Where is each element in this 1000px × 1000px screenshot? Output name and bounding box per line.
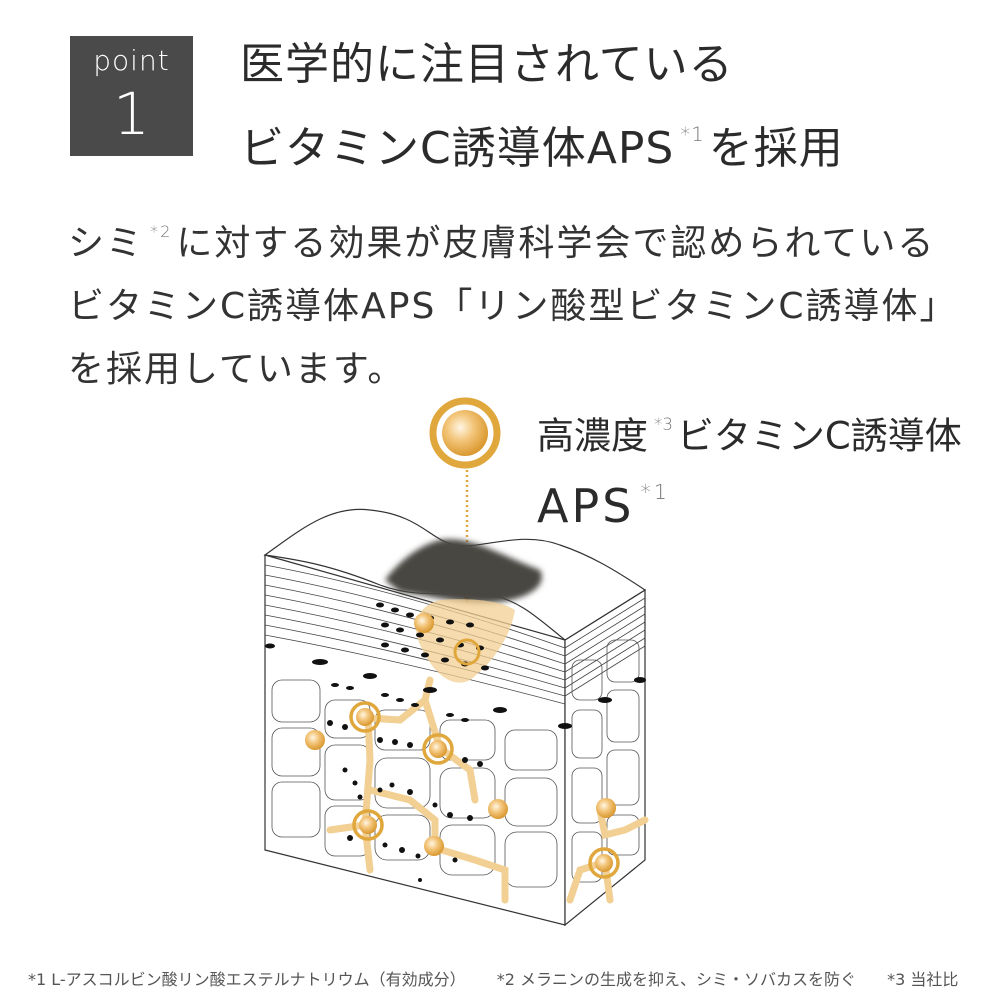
point-badge: point 1 bbox=[70, 36, 193, 156]
headline-line-2-text: ビタミンC誘導体APS bbox=[240, 122, 675, 174]
footnote-ref: *1 bbox=[680, 123, 705, 146]
footnote-ref: *2 bbox=[150, 222, 173, 241]
headline-line-2: ビタミンC誘導体APS*1を採用 bbox=[240, 100, 844, 184]
headline: 医学的に注目されている ビタミンC誘導体APS*1を採用 bbox=[240, 30, 844, 184]
description-line-1-prefix: シミ bbox=[68, 222, 145, 264]
footnote-1: *1 L-アスコルビン酸リン酸エステルナトリウム（有効成分） bbox=[28, 970, 466, 989]
melanin-spot bbox=[385, 539, 542, 603]
footnote-ref: *3 bbox=[654, 415, 673, 434]
footnote-ref: *1 bbox=[640, 480, 670, 505]
description-line-3: を採用しています。 bbox=[68, 348, 406, 390]
description-line-2: ビタミンC誘導体APS「リン酸型ビタミンC誘導体」 bbox=[68, 285, 958, 327]
aps-label-prefix: 高濃度 bbox=[537, 414, 648, 458]
point-label: point bbox=[93, 44, 170, 77]
point-number: 1 bbox=[113, 80, 150, 148]
headline-line-2-suffix: を採用 bbox=[708, 122, 844, 174]
aps-name: APS bbox=[537, 479, 635, 534]
stratum-lines bbox=[264, 564, 646, 705]
description-line-1-text: に対する効果が皮膚科学会で認められている bbox=[176, 222, 936, 264]
footnote-2: *2 メラニンの生成を抑え、シミ・ソバカスを防ぐ bbox=[496, 970, 857, 989]
headline-line-1: 医学的に注目されている bbox=[240, 39, 734, 90]
footnotes: *1 L-アスコルビン酸リン酸エステルナトリウム（有効成分） *2 メラニンの生… bbox=[28, 966, 984, 990]
aps-particles bbox=[305, 613, 620, 879]
aps-label-text: ビタミンC誘導体 bbox=[676, 414, 962, 458]
aps-label-line-2: APS*1 bbox=[537, 461, 962, 537]
footnote-3: *3 当社比 bbox=[887, 970, 959, 989]
